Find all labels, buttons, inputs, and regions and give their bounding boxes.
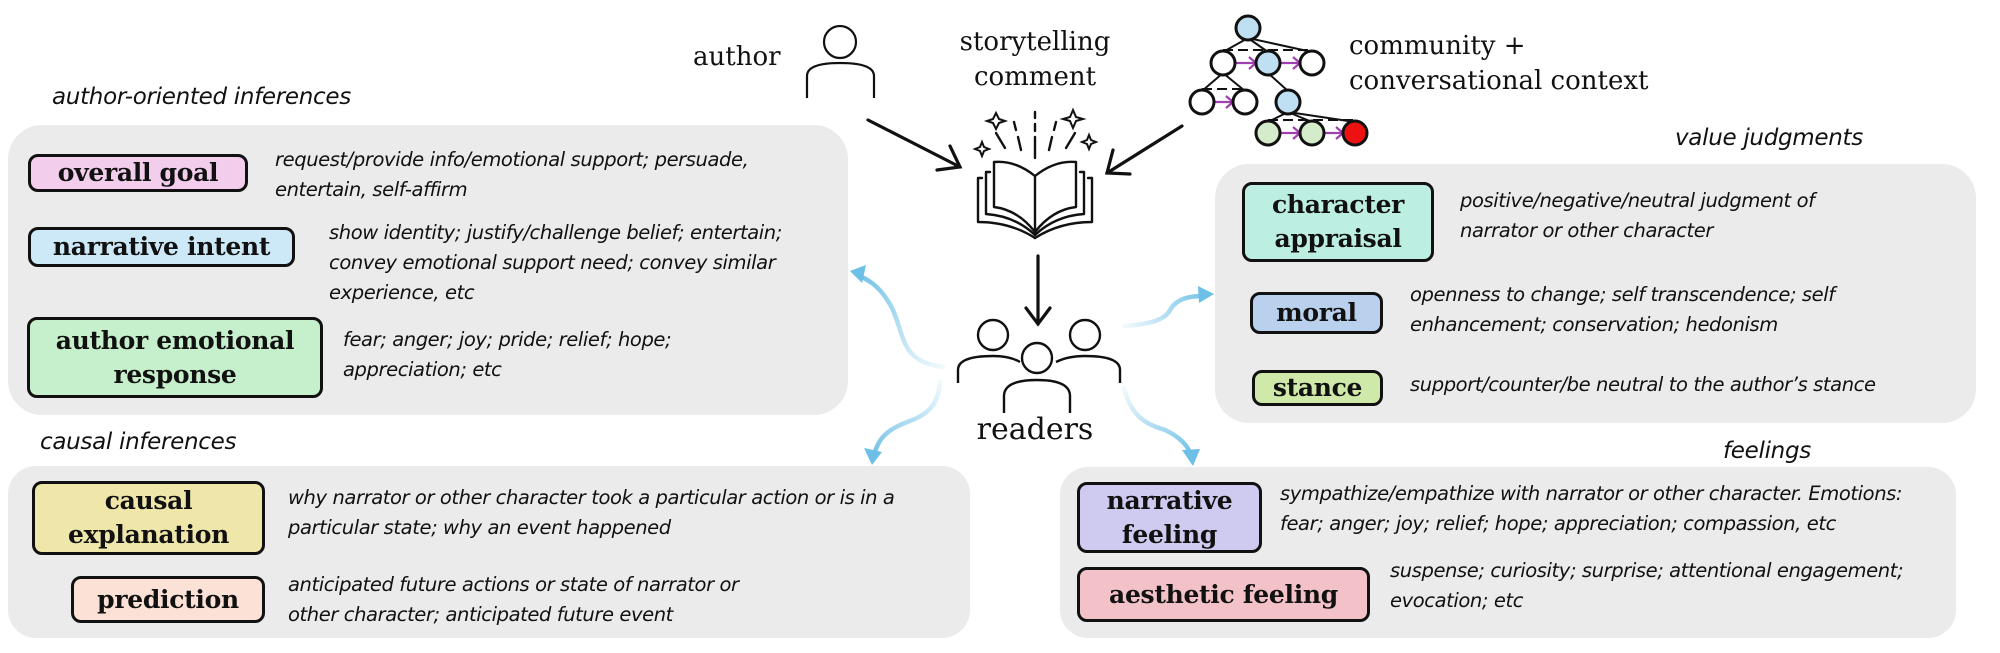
section-title-author: author-oriented inferences (52, 84, 351, 110)
tree-node-a1 (1209, 49, 1237, 77)
tag-author-emotional-response: author emotional response (27, 317, 323, 398)
label-line: storytelling (959, 27, 1111, 57)
tag-label: response (113, 359, 237, 389)
arrow-author-to-comment (866, 118, 963, 172)
desc-line: fear; anger; joy; relief; hope; apprecia… (1280, 512, 1836, 535)
desc-line: openness to change; self transcendence; … (1410, 283, 1835, 306)
arrow-context-to-comment (1104, 124, 1184, 176)
tree-node-a2 (1254, 49, 1282, 77)
arrow-comment-to-readers (1024, 254, 1052, 327)
desc-line: evocation; etc (1390, 589, 1524, 612)
tag-label: moral (1276, 298, 1357, 327)
desc-line: show identity; justify/challenge belief;… (329, 221, 782, 244)
label-line: community + (1349, 31, 1526, 61)
readers-icon (956, 318, 1122, 413)
tag-causal-explanation: causal explanation (32, 481, 265, 555)
tag-aesthetic-feeling: aesthetic feeling (1077, 567, 1370, 622)
tag-label: stance (1272, 373, 1363, 402)
tag-label: appraisal (1274, 224, 1402, 253)
flow-arrow-causal-inferences (864, 379, 943, 465)
desc-narrative-intent: show identity; justify/challenge belief;… (329, 218, 782, 308)
desc-author-emotional-response: fear; anger; joy; pride; relief; hope; a… (343, 325, 672, 385)
desc-line: support/counter/be neutral to the author… (1410, 373, 1876, 396)
readers-label: readers (976, 412, 1094, 447)
tree-node-c1 (1254, 119, 1282, 147)
desc-line: appreciation; etc (343, 358, 502, 381)
desc-stance: support/counter/be neutral to the author… (1410, 370, 1876, 400)
tree-node-b2 (1231, 88, 1259, 116)
desc-moral: openness to change; self transcendence; … (1410, 280, 1835, 340)
author-label: author (693, 42, 781, 72)
tag-label: explanation (68, 520, 229, 549)
desc-prediction: anticipated future actions or state of n… (288, 570, 739, 630)
tree-node-b1 (1188, 88, 1216, 116)
flow-arrow-author-inferences (850, 265, 946, 370)
desc-overall-goal: request/provide info/emotional support; … (275, 145, 749, 205)
desc-narrative-feeling: sympathize/empathize with narrator or ot… (1280, 479, 1902, 539)
tree-node-c2 (1298, 119, 1326, 147)
desc-line: request/provide info/emotional support; … (275, 148, 749, 171)
desc-line: other character; anticipated future even… (288, 603, 673, 626)
tag-character-appraisal: character appraisal (1242, 182, 1434, 262)
tree-node-a3 (1298, 49, 1326, 77)
section-title-causal: causal inferences (40, 429, 237, 455)
desc-aesthetic-feeling: suspense; curiosity; surprise; attention… (1390, 556, 1904, 616)
tree-node-c3 (1341, 119, 1369, 147)
desc-character-appraisal: positive/negative/neutral judgment of na… (1460, 186, 1815, 246)
sparkle-icons (972, 107, 1099, 159)
tag-prediction: prediction (71, 576, 265, 623)
desc-line: convey emotional support need; convey si… (329, 251, 776, 274)
context-label: community + conversational context (1349, 29, 1648, 99)
tag-label: overall goal (57, 158, 219, 187)
storytelling-comment-label: storytelling comment (955, 25, 1115, 95)
desc-line: why narrator or other character took a p… (288, 486, 895, 509)
tag-overall-goal: overall goal (28, 154, 248, 192)
tag-label: prediction (97, 584, 239, 614)
tag-label: feeling (1121, 519, 1218, 549)
book-icon (976, 110, 1094, 240)
desc-line: enhancement; conservation; hedonism (1410, 313, 1778, 336)
tag-label: aesthetic feeling (1109, 579, 1338, 609)
desc-line: anticipated future actions or state of n… (288, 573, 739, 596)
section-title-feelings: feelings (1723, 438, 1811, 464)
tag-label: narrative intent (52, 232, 271, 261)
desc-line: particular state; why an event happened (288, 516, 671, 539)
author-icon (805, 24, 876, 98)
section-title-value: value judgments (1675, 125, 1863, 151)
label-line: conversational context (1349, 66, 1649, 96)
label-line: comment (973, 62, 1097, 92)
tag-narrative-intent: narrative intent (28, 227, 295, 267)
tag-moral: moral (1250, 292, 1383, 334)
conversation-tree-icon (1188, 14, 1369, 147)
desc-line: entertain, self-affirm (275, 178, 468, 201)
tag-label: narrative (1106, 485, 1233, 515)
desc-line: narrator or other character (1460, 219, 1713, 242)
desc-line: fear; anger; joy; pride; relief; hope; (343, 328, 672, 351)
desc-line: positive/negative/neutral judgment of (1460, 189, 1815, 212)
flow-arrow-value-judgments (1122, 286, 1214, 329)
desc-line: suspense; curiosity; surprise; attention… (1390, 559, 1904, 582)
tree-node-b3 (1274, 88, 1302, 116)
tag-label: character (1271, 190, 1405, 219)
desc-line: sympathize/empathize with narrator or ot… (1280, 482, 1903, 505)
tag-label: author emotional (55, 325, 295, 355)
desc-causal-explanation: why narrator or other character took a p… (288, 483, 895, 543)
desc-line: experience, etc (329, 281, 475, 304)
tree-node-root (1234, 14, 1262, 42)
tag-label: causal (104, 486, 193, 515)
flow-arrow-feelings (1121, 385, 1200, 466)
tag-narrative-feeling: narrative feeling (1077, 482, 1262, 553)
tag-stance: stance (1252, 370, 1383, 406)
